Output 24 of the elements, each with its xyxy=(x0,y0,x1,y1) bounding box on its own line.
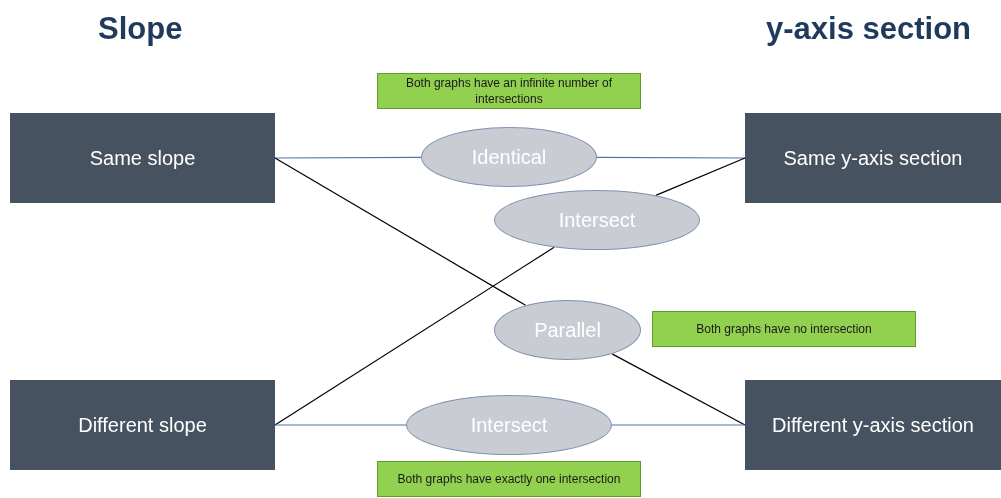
category-box xyxy=(10,380,275,470)
category-box xyxy=(10,113,275,203)
node-text: Both graphs have exactly one intersection xyxy=(397,471,621,487)
note-box xyxy=(377,461,641,497)
connector-line xyxy=(655,157,746,196)
column-heading: y-axis section xyxy=(766,10,972,48)
note-box xyxy=(377,73,641,109)
connector-line xyxy=(611,353,746,426)
node-text: Both graphs have an infinite number of intersections xyxy=(404,75,614,107)
node-text: Same slope xyxy=(89,146,196,171)
node-text: Different slope xyxy=(78,413,207,438)
node-text: Both graphs have no intersection xyxy=(696,321,872,337)
connector-line xyxy=(274,156,422,159)
connector-line xyxy=(274,424,407,426)
category-box xyxy=(745,380,1001,470)
node-text: Different y-axis section xyxy=(772,413,974,438)
connector-line xyxy=(274,157,527,306)
column-heading: Slope xyxy=(98,10,183,48)
category-box xyxy=(745,113,1001,203)
node-text: Same y-axis section xyxy=(783,146,963,171)
note-box xyxy=(652,311,916,347)
connector-line xyxy=(611,424,746,426)
connector-line xyxy=(596,156,746,159)
connector-line xyxy=(274,246,555,426)
